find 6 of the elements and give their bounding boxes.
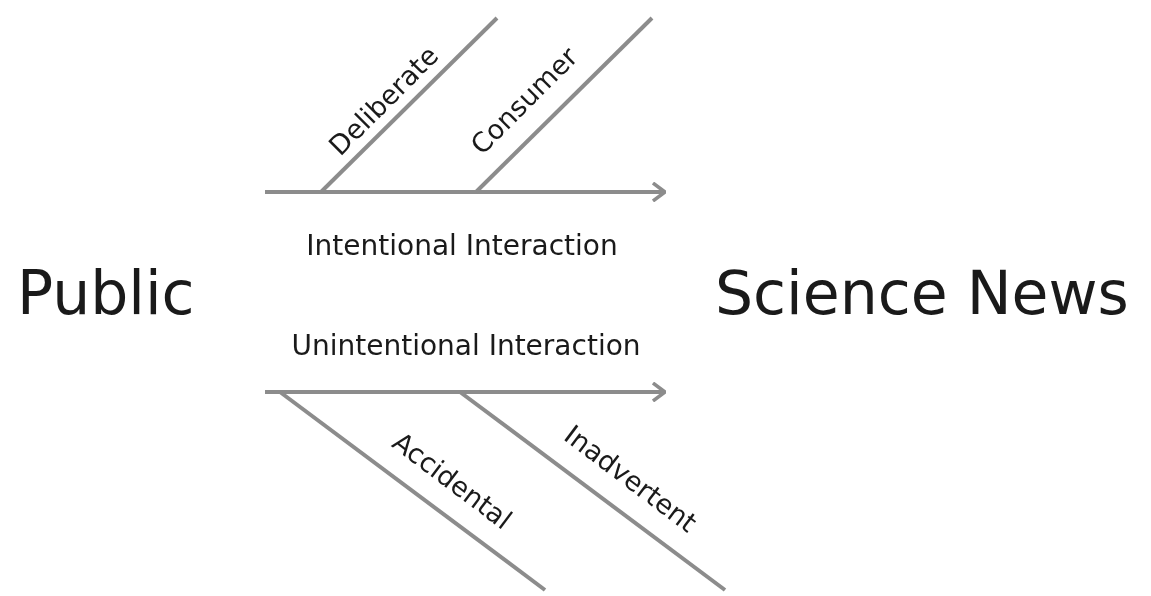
- edge-label: Unintentional Interaction: [291, 328, 641, 362]
- arrow: [265, 381, 667, 403]
- edge-label: Intentional Interaction: [306, 228, 618, 262]
- node-label: Public: [17, 257, 195, 328]
- arrow: [265, 181, 667, 203]
- node-label: Science News: [715, 257, 1129, 328]
